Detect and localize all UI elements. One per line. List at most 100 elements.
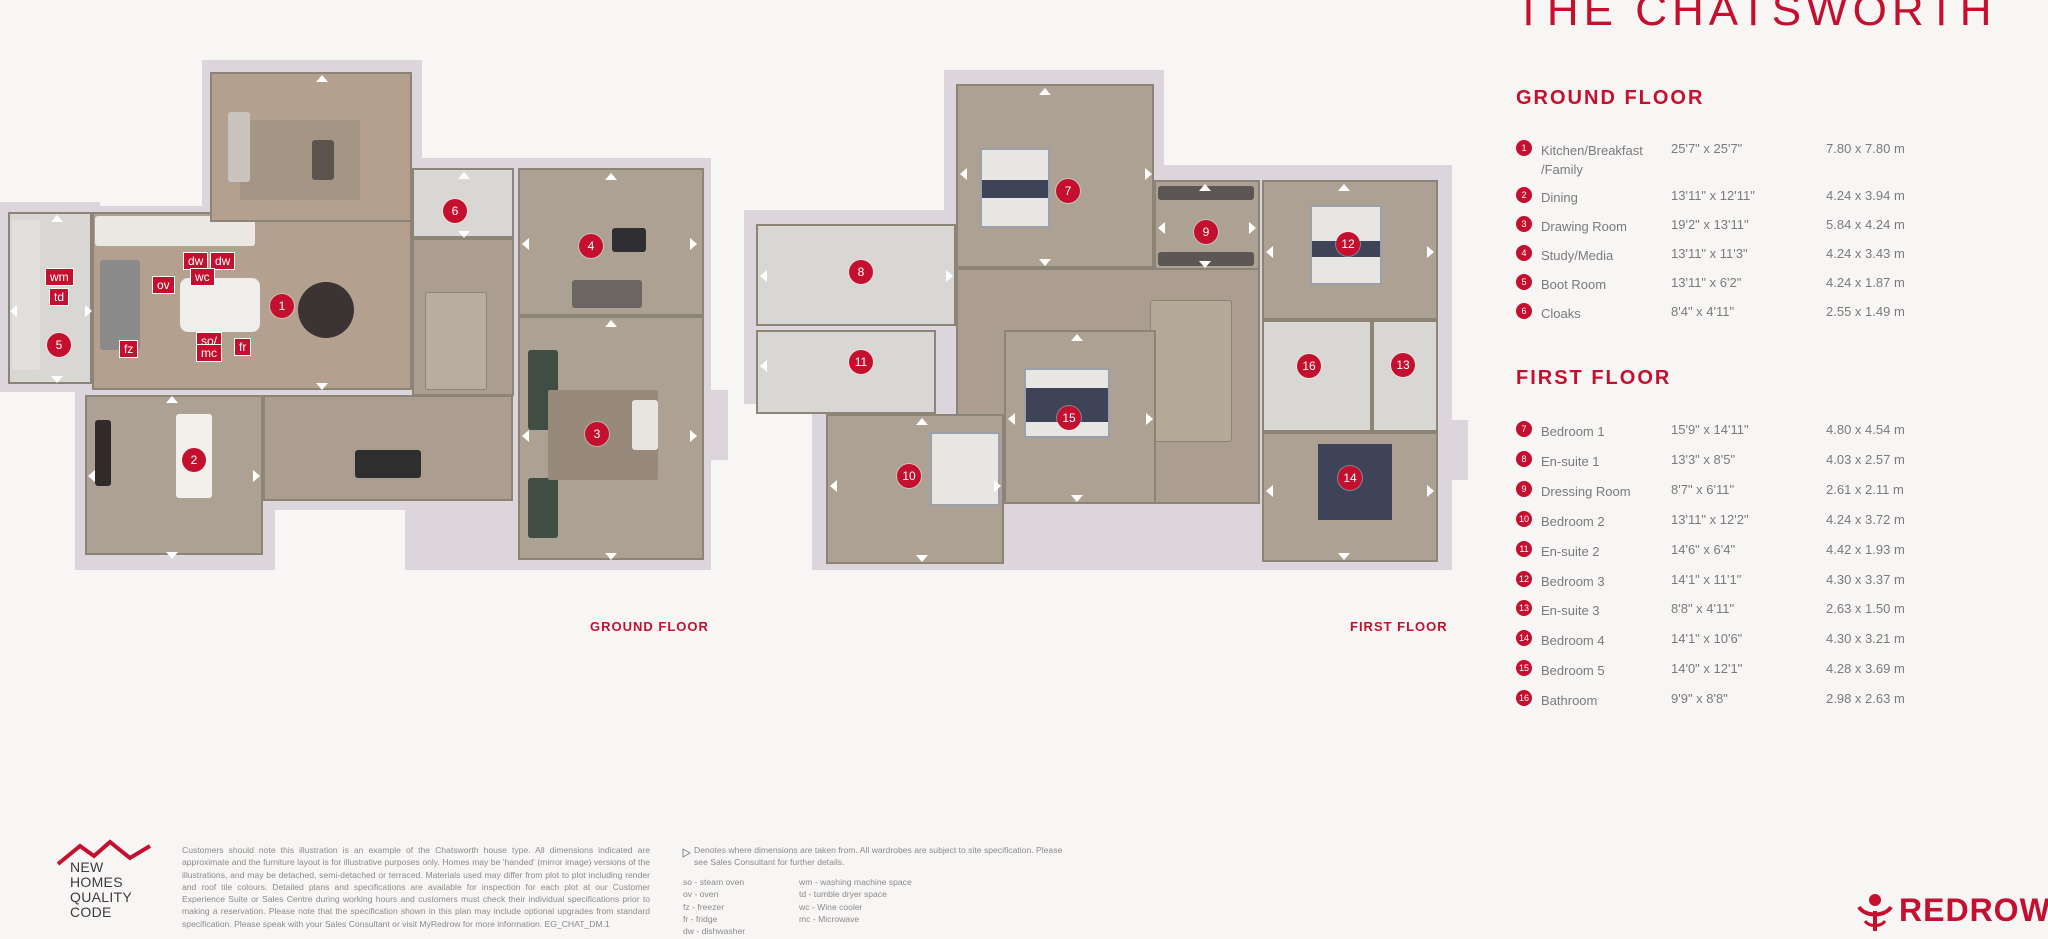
legend-number: 13 — [1516, 600, 1532, 616]
tag-wine-cooler: wc — [190, 268, 215, 286]
marker-room-5: 5 — [47, 333, 71, 357]
marker-room-3: 3 — [585, 422, 609, 446]
tag-dishwasher-1: dw — [183, 252, 209, 270]
marker-room-7: 7 — [1056, 179, 1080, 203]
room-metric: 4.24 x 3.72 m — [1826, 512, 1905, 527]
legend-number: 5 — [1516, 274, 1532, 290]
room-imperial: 8'4" x 4'11" — [1671, 304, 1735, 319]
tag-fridge: fr — [234, 338, 252, 356]
legend-number: 8 — [1516, 451, 1532, 467]
marker-room-2: 2 — [182, 448, 206, 472]
room-imperial: 13'3" x 8'5" — [1671, 452, 1736, 467]
room-name: Dining — [1541, 190, 1578, 205]
legend-number: 1 — [1516, 140, 1532, 156]
room-metric: 4.24 x 3.43 m — [1826, 246, 1905, 261]
abbr-dishwasher: dw - dishwasher — [683, 926, 746, 937]
first-floor-plan: 7 8 9 10 11 12 13 14 15 16 FIRST FLOOR — [0, 0, 1480, 634]
room-metric: 4.30 x 3.21 m — [1826, 631, 1905, 646]
legend-number: 12 — [1516, 571, 1532, 587]
nhqc-roof-icon — [56, 838, 152, 871]
legend-row-14: 14 Bedroom 4 14'1" x 10'6" 4.30 x 3.21 m — [1516, 630, 1936, 656]
ground-floor-caption: GROUND FLOOR — [590, 619, 709, 634]
room-metric: 4.30 x 3.37 m — [1826, 572, 1905, 587]
room-imperial: 14'0" x 12'1" — [1671, 661, 1743, 676]
room-name: En-suite 2 — [1541, 544, 1600, 559]
nhqc-logo: NEW HOMES QUALITY CODE — [70, 860, 132, 920]
room-name: Drawing Room — [1541, 219, 1627, 234]
marker-room-6: 6 — [443, 199, 467, 223]
room-metric: 2.63 x 1.50 m — [1826, 601, 1905, 616]
abbreviations-right: wm - washing machine space td - tumble d… — [799, 876, 912, 925]
room-metric: 2.55 x 1.49 m — [1826, 304, 1905, 319]
room-name: Bedroom 5 — [1541, 663, 1605, 678]
nhqc-word-homes: HOMES — [70, 874, 123, 890]
room-metric: 4.03 x 2.57 m — [1826, 452, 1905, 467]
abbr-microwave: mc - Microwave — [799, 913, 860, 924]
room-metric: 7.80 x 7.80 m — [1826, 141, 1905, 156]
abbreviations-left: so - steam oven ov - oven fz - freezer f… — [683, 876, 745, 937]
room-imperial: 9'9" x 8'8" — [1671, 691, 1728, 706]
room-name: En-suite 3 — [1541, 603, 1600, 618]
room-imperial: 13'11" x 12'2" — [1671, 512, 1749, 527]
tag-microwave: mc — [196, 344, 222, 362]
legend-row-15: 15 Bedroom 5 14'0" x 12'1" 4.28 x 3.69 m — [1516, 660, 1936, 686]
legend-number: 3 — [1516, 216, 1532, 232]
abbr-steam-oven: so - steam oven — [683, 877, 745, 887]
abbr-tumble-dryer: td - tumble dryer space — [799, 889, 887, 900]
abbr-oven: ov - oven — [683, 889, 719, 900]
legend-row-12: 12 Bedroom 3 14'1" x 11'1" 4.30 x 3.37 m — [1516, 571, 1936, 597]
nhqc-word-quality: QUALITY — [70, 889, 133, 905]
room-name: Bedroom 4 — [1541, 633, 1605, 648]
tag-dishwasher-2: dw — [210, 252, 236, 270]
marker-room-8: 8 — [849, 260, 873, 284]
marker-room-11: 11 — [849, 350, 873, 374]
room-name: Bedroom 2 — [1541, 514, 1605, 529]
room-imperial: 13'11" x 11'3" — [1671, 246, 1748, 261]
abbr-washing-machine: wm - washing machine space — [799, 877, 912, 887]
room-imperial: 13'11" x 6'2" — [1671, 275, 1742, 290]
legend-number: 7 — [1516, 421, 1532, 437]
room-metric: 4.24 x 1.87 m — [1826, 275, 1905, 290]
marker-room-16: 16 — [1297, 354, 1321, 378]
room-name: Dressing Room — [1541, 484, 1631, 499]
room-imperial: 13'11" x 12'11" — [1671, 188, 1755, 203]
room-metric: 2.61 x 2.11 m — [1826, 482, 1904, 497]
marker-room-15: 15 — [1057, 406, 1081, 430]
legend-number: 10 — [1516, 511, 1532, 527]
room-imperial: 14'6" x 6'4" — [1671, 542, 1736, 557]
room-name: Cloaks — [1541, 306, 1581, 321]
dimension-arrow-icon — [682, 845, 692, 863]
room-imperial: 25'7" x 25'7" — [1671, 141, 1743, 156]
room-metric: 5.84 x 4.24 m — [1826, 217, 1905, 232]
dimension-note: Denotes where dimensions are taken from.… — [694, 845, 1063, 868]
room-imperial: 14'1" x 10'6" — [1671, 631, 1743, 646]
legend-number: 14 — [1516, 630, 1532, 646]
room-name: Bathroom — [1541, 693, 1598, 708]
legend-number: 4 — [1516, 245, 1532, 261]
tag-freezer: fz — [119, 340, 139, 358]
legend-number: 16 — [1516, 690, 1532, 706]
marker-room-13: 13 — [1391, 353, 1415, 377]
page-title: THE CHATSWORTH — [1515, 0, 1997, 35]
abbr-fridge: fr - fridge — [683, 913, 718, 924]
tag-oven: ov — [152, 276, 175, 294]
legend-number: 11 — [1516, 541, 1532, 557]
legend-number: 15 — [1516, 660, 1532, 676]
room-name: Boot Room — [1541, 277, 1607, 292]
marker-room-1: 1 — [270, 294, 294, 318]
first-floor-heading: FIRST FLOOR — [1516, 367, 1672, 389]
marker-room-12: 12 — [1336, 232, 1360, 256]
ground-floor-plan: 1 2 3 4 5 6 wm td ov dw dw wc fz so/ mc … — [0, 0, 1480, 634]
room-name: Bedroom 3 — [1541, 574, 1605, 589]
nhqc-word-code: CODE — [70, 904, 112, 920]
room-metric: 4.28 x 3.69 m — [1826, 661, 1905, 676]
abbr-wine-cooler: wc - Wine cooler — [799, 901, 863, 912]
room-imperial: 14'1" x 11'1" — [1671, 572, 1742, 587]
